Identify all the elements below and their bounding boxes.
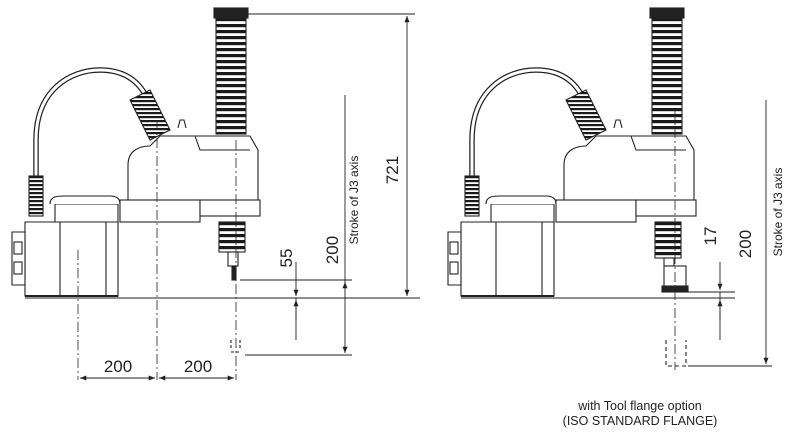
left-dim-stroke-value: 200 [323, 236, 342, 264]
left-dim-55: 55 [277, 249, 296, 268]
right-dim-stroke-value: 200 [736, 230, 755, 258]
caption-line-1: with Tool flange option [578, 399, 702, 413]
left-robot-view [11, 7, 261, 353]
left-dim-reach-2: 200 [184, 357, 212, 376]
flange-option-caption: with Tool flange option (ISO STANDARD FL… [520, 399, 760, 429]
left-dim-stroke-label: Stroke of J3 axis [347, 156, 361, 245]
right-robot-view [447, 7, 697, 367]
right-dimensions [461, 100, 772, 367]
right-bellows-top [651, 13, 683, 135]
left-dim-721: 721 [383, 156, 402, 184]
caption-line-2: (ISO STANDARD FLANGE) [562, 414, 718, 428]
left-dim-reach-1: 200 [104, 357, 132, 376]
left-bellows-bottom [218, 221, 246, 253]
left-centerlines [77, 120, 237, 380]
right-bellows-bottom [654, 221, 682, 259]
right-dim-stroke-label: Stroke of J3 axis [771, 168, 785, 257]
left-base [24, 221, 119, 297]
left-bellows-top [215, 13, 247, 135]
right-base [460, 221, 555, 297]
right-dim-17: 17 [701, 227, 720, 246]
left-dimensions [25, 13, 420, 381]
